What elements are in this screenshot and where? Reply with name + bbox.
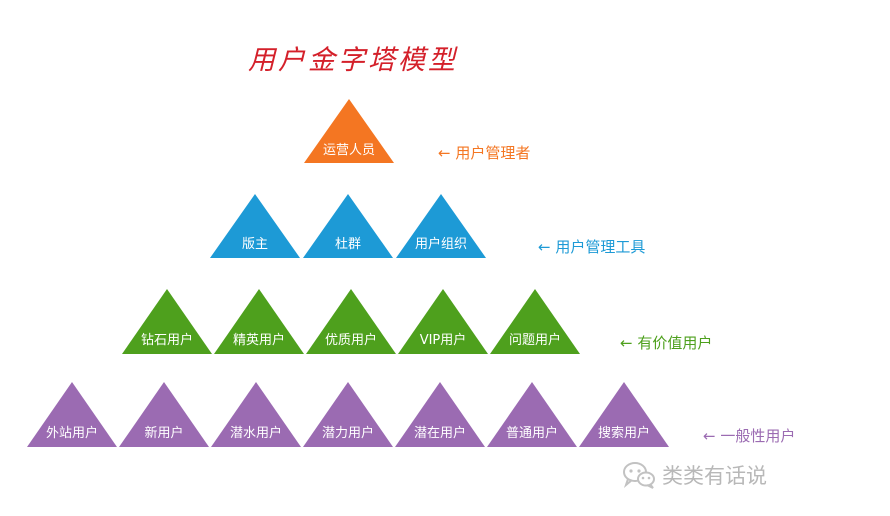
- triangle-tier4-6: [579, 382, 669, 447]
- diagram-title: 用户金字塔模型: [248, 45, 458, 76]
- watermark-text: 类类有话说: [662, 464, 767, 488]
- triangle-tier4-0: [27, 382, 117, 447]
- tier-label-general: ← 一般性用户: [703, 427, 796, 445]
- triangle-tier3-2: [306, 289, 396, 354]
- triangle-tier3-1: [214, 289, 304, 354]
- triangle-label: 新用户: [144, 426, 184, 441]
- triangle-tier2-1: [303, 194, 393, 258]
- triangle-tier4-5: [487, 382, 577, 447]
- triangle-label: 普通用户: [505, 426, 558, 441]
- triangle-tier2-2: [396, 194, 486, 258]
- tier-label-tools: ← 用户管理工具: [538, 238, 646, 256]
- triangle-tier4-3: [303, 382, 393, 447]
- triangle-tier3-0: [122, 289, 212, 354]
- triangle-tier1-0: [304, 99, 394, 163]
- watermark: 类类有话说: [622, 460, 767, 490]
- triangle-label: 精英用户: [232, 333, 285, 348]
- tier-label-valuable: ← 有价值用户: [620, 334, 713, 352]
- triangle-label: 优质用户: [324, 333, 377, 348]
- triangle-label: 搜索用户: [597, 426, 650, 441]
- triangle-label: 用户组织: [414, 237, 467, 252]
- triangle-tier4-4: [395, 382, 485, 447]
- triangle-label: 外站用户: [45, 426, 98, 441]
- triangle-label: 问题用户: [508, 333, 561, 348]
- triangle-label: 杜群: [334, 237, 361, 252]
- triangle-label: 版主: [241, 237, 268, 252]
- triangle-tier3-3: [398, 289, 488, 354]
- triangle-label: 潜力用户: [321, 426, 374, 441]
- triangle-tier4-1: [119, 382, 209, 447]
- wechat-icon: [623, 462, 655, 489]
- triangle-tier4-2: [211, 382, 301, 447]
- triangle-label: 潜在用户: [413, 426, 466, 441]
- triangle-label: 运营人员: [322, 143, 375, 158]
- triangle-label: 潜水用户: [229, 426, 282, 441]
- tier-label-managers: ← 用户管理者: [438, 144, 531, 162]
- triangle-tier2-0: [210, 194, 300, 258]
- triangle-tier3-4: [490, 289, 580, 354]
- triangle-label: VIP用户: [419, 333, 467, 348]
- triangle-label: 钻石用户: [140, 333, 193, 348]
